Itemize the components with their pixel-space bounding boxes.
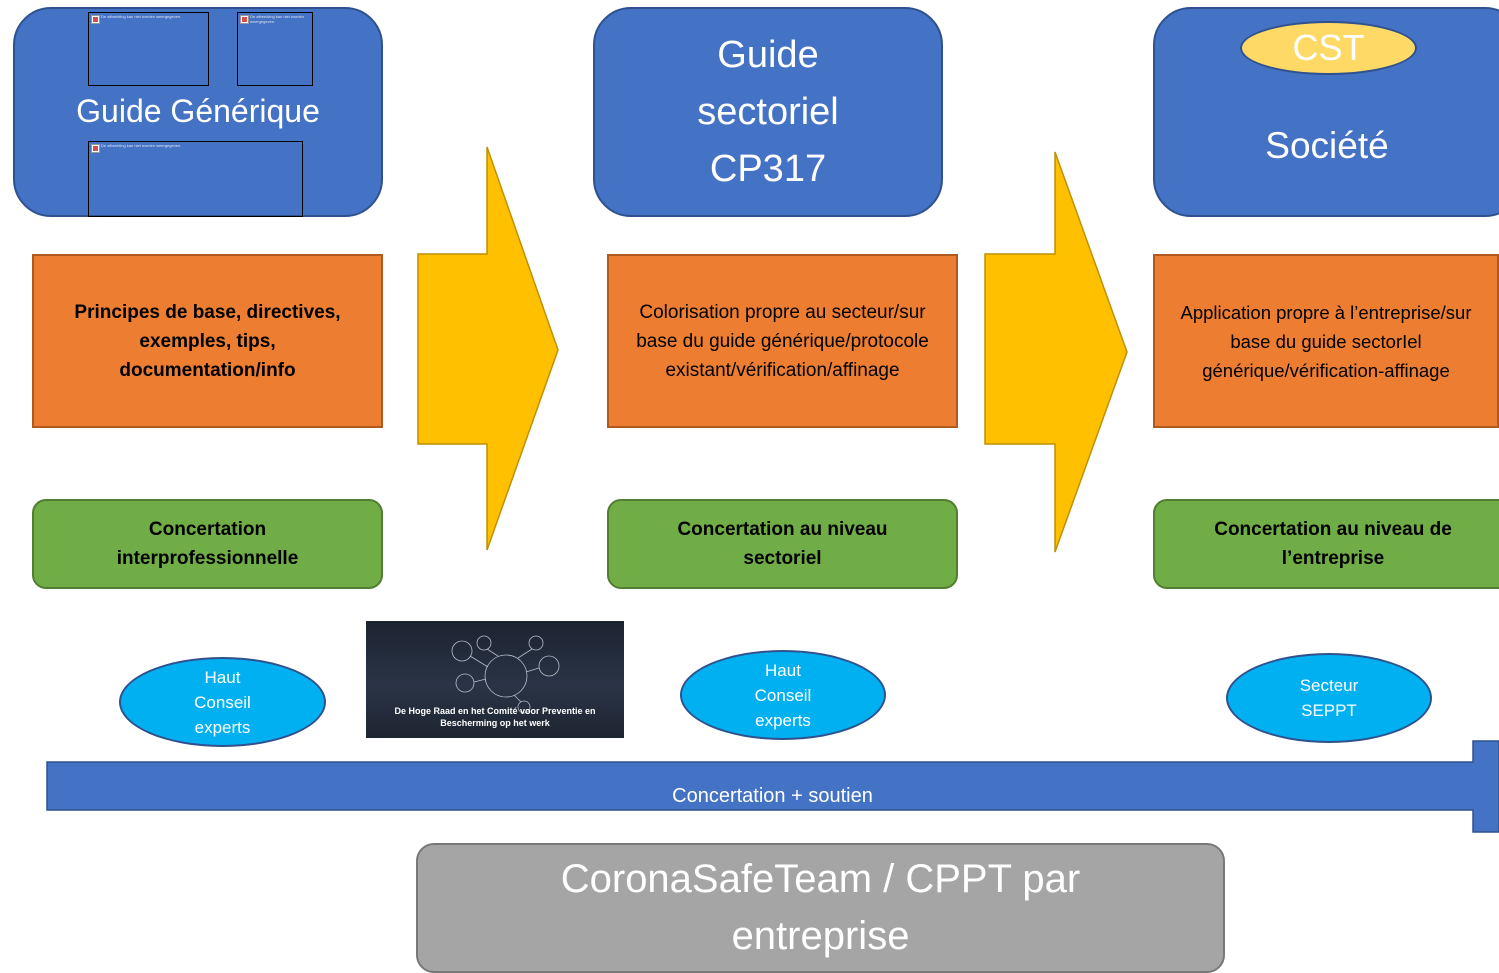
broken-image-1: De afbeelding kan niet worden weergegeve… <box>88 12 209 86</box>
broken-image-3: De afbeelding kan niet worden weergegeve… <box>88 141 303 217</box>
concertation-box-3: Concertation au niveau de l’entreprise <box>1153 499 1499 589</box>
description-text-3: Application propre à l’entreprise/sur ba… <box>1180 301 1472 381</box>
cst-badge-label: CST <box>1292 27 1365 68</box>
guide-sectoriel-title: Guide sectoriel CP317 <box>697 33 839 190</box>
concertation-box-2: Concertation au niveau sectoriel <box>607 499 958 589</box>
support-arrow <box>46 740 1499 833</box>
guide-generique-box: Guide Générique <box>13 7 383 217</box>
description-text-2: Colorisation propre au secteur/sur base … <box>636 301 929 381</box>
actor-text-3: Secteur SEPPT <box>1299 676 1359 720</box>
concertation-box-1: Concertation interprofessionnelle <box>32 499 383 589</box>
broken-image-text: De afbeelding kan niet worden weergegeve… <box>101 143 182 148</box>
support-arrow-label: Concertation + soutien <box>672 785 873 807</box>
broken-image-icon <box>91 15 100 24</box>
actor-ellipse-1: Haut Conseil experts <box>119 657 326 747</box>
broken-image-2: De afbeelding kan niet worden weergegeve… <box>237 12 313 86</box>
societe-title: Société <box>1265 125 1389 167</box>
flow-arrow-2 <box>984 151 1128 553</box>
broken-image-text: De afbeelding kan niet worden weergegeve… <box>101 14 182 19</box>
photo-caption: De Hoge Raad en het Comité voor Preventi… <box>394 706 596 728</box>
actor-text-2: Haut Conseil experts <box>754 660 812 730</box>
cst-badge: CST <box>1240 21 1417 75</box>
description-box-3: Application propre à l’entreprise/sur ba… <box>1153 254 1499 428</box>
broken-image-icon <box>91 144 100 153</box>
flow-arrow-1 <box>417 146 559 551</box>
conseil-photo: De Hoge Raad en het Comité voor Preventi… <box>366 621 624 738</box>
coronasafeteam-box: CoronaSafeTeam / CPPT par entreprise <box>416 843 1225 973</box>
broken-image-text: De afbeelding kan niet worden weergegeve… <box>250 14 305 24</box>
coronasafeteam-text: CoronaSafeTeam / CPPT par entreprise <box>560 857 1081 958</box>
concertation-text-1: Concertation interprofessionnelle <box>116 519 299 569</box>
mind-map-sketch <box>451 635 560 714</box>
guide-sectoriel-box: Guide sectoriel CP317 <box>593 7 943 217</box>
description-box-1: Principes de base, directives, exemples,… <box>32 254 383 428</box>
concertation-text-2: Concertation au niveau sectoriel <box>677 519 888 569</box>
actor-ellipse-2: Haut Conseil experts <box>680 650 886 740</box>
concertation-text-3: Concertation au niveau de l’entreprise <box>1214 519 1452 569</box>
actor-text-1: Haut Conseil experts <box>194 667 251 737</box>
description-box-2: Colorisation propre au secteur/sur base … <box>607 254 958 428</box>
broken-image-icon <box>240 15 249 24</box>
description-text-1: Principes de base, directives, exemples,… <box>74 301 341 381</box>
actor-ellipse-3: Secteur SEPPT <box>1226 653 1432 743</box>
guide-generique-title: Guide Générique <box>76 93 320 130</box>
